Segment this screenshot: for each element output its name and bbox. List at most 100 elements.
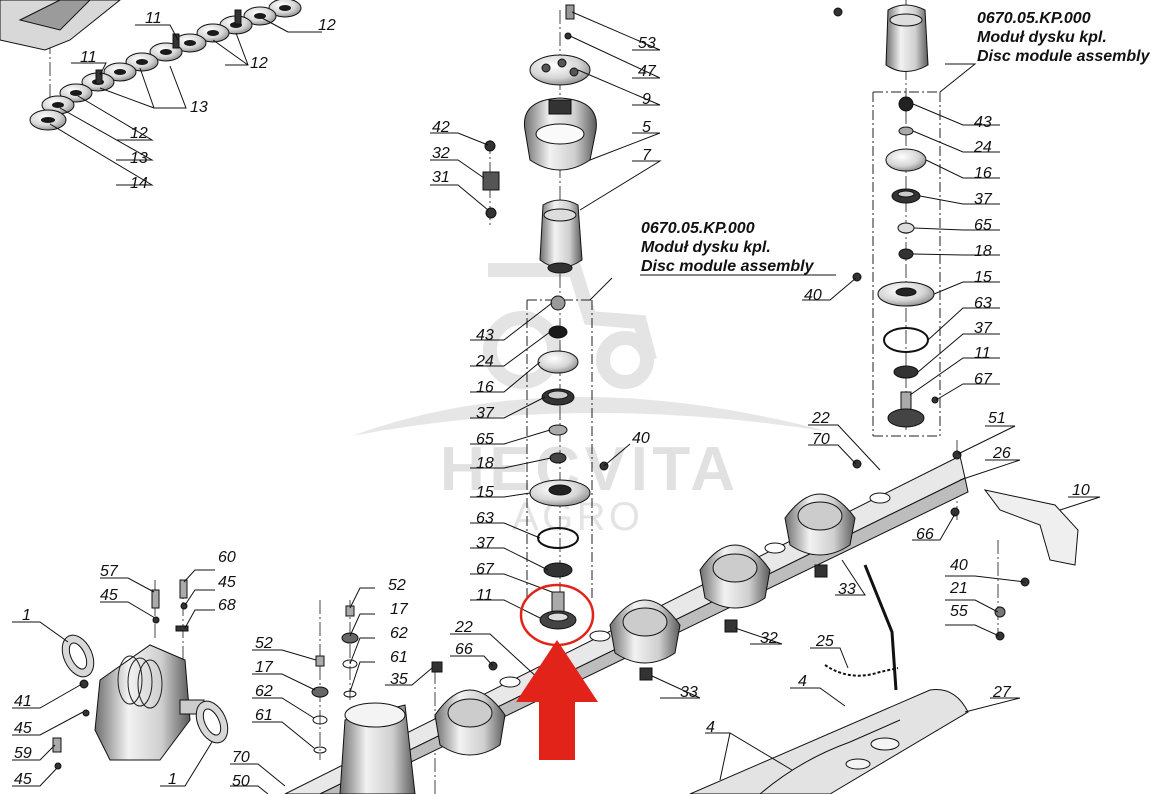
small-parts-42-32-31 <box>482 140 500 219</box>
part-label: 18 <box>476 455 494 472</box>
highlight-arrow <box>516 640 598 760</box>
part-label: 14 <box>130 175 148 192</box>
part-label: 9 <box>642 91 651 108</box>
part-label: 55 <box>950 603 968 620</box>
leader-lines <box>12 11 1101 794</box>
part-label: 4 <box>798 673 807 690</box>
part-label: 43 <box>476 327 494 344</box>
part-label: 50 <box>232 773 250 790</box>
part-label: 24 <box>475 353 494 370</box>
center-disc-module <box>523 4 597 630</box>
part-label: 37 <box>974 320 993 337</box>
part-label: 32 <box>432 145 450 162</box>
part-label: 42 <box>432 119 450 136</box>
part-label: 66 <box>455 641 473 658</box>
part-10-bracket <box>983 489 1079 566</box>
part-label: 22 <box>811 410 830 427</box>
part-label: 41 <box>14 693 32 710</box>
part-label: 37 <box>974 191 993 208</box>
part-label: 63 <box>974 295 992 312</box>
part-label: 63 <box>476 510 494 527</box>
top-left-disc-stack <box>0 0 302 131</box>
part-label: 68 <box>218 597 236 614</box>
center-module-caption: 0670.05.KP.000 Moduł dysku kpl. Disc mod… <box>641 219 814 276</box>
part-label: 7 <box>642 147 652 164</box>
part-label: 18 <box>974 243 992 260</box>
watermark-tractor-icon <box>483 263 657 389</box>
part-label: 22 <box>454 619 473 636</box>
plugs-and-washers <box>311 605 443 754</box>
part-33-rod <box>863 564 898 691</box>
part-label: 10 <box>1072 482 1090 499</box>
part-label: 11 <box>145 10 162 27</box>
part-label: 53 <box>638 35 656 52</box>
part-label: 16 <box>476 379 494 396</box>
part-37-bottom <box>543 562 573 578</box>
watermark-swoosh <box>352 396 830 436</box>
caption-polish-name: Moduł dysku kpl. <box>641 239 771 256</box>
part-label: 12 <box>250 55 268 72</box>
part-label: 26 <box>992 445 1011 462</box>
part-label: 40 <box>950 557 968 574</box>
part-label: 45 <box>100 587 118 604</box>
part-label: 32 <box>760 630 778 647</box>
part-label: 35 <box>390 671 408 688</box>
part-label: 65 <box>476 431 494 448</box>
part-label: 67 <box>476 561 495 578</box>
right-module-bracket <box>872 91 941 437</box>
part-label: 11 <box>974 345 991 362</box>
part-label: 59 <box>14 745 32 762</box>
part-63-oring <box>537 527 579 549</box>
part-label: 4 <box>706 719 715 736</box>
part-label: 12 <box>318 17 336 34</box>
part-number-labels: 11 12 11 12 13 12 13 14 53 47 9 5 7 42 3… <box>14 10 1090 790</box>
part-label: 60 <box>218 549 236 566</box>
part-label: 61 <box>255 707 273 724</box>
part-label: 57 <box>100 563 119 580</box>
caption-part-number: 0670.05.KP.000 <box>641 220 755 237</box>
part-label: 21 <box>949 580 968 597</box>
part-label: 45 <box>218 574 236 591</box>
part-label: 61 <box>390 649 408 666</box>
part-label: 12 <box>130 125 148 142</box>
part-label: 17 <box>390 601 409 618</box>
part-25-chain <box>824 664 899 677</box>
main-gearbox <box>52 579 443 770</box>
part-label: 16 <box>974 165 992 182</box>
cutter-bar-assembly <box>284 450 1079 794</box>
part-label: 52 <box>388 577 406 594</box>
hecvita-agro-watermark: HECVITA AGRO <box>352 263 830 539</box>
part-label: 66 <box>916 526 934 543</box>
part-53-screw <box>565 4 575 20</box>
part-label: 47 <box>638 63 657 80</box>
part-label: 11 <box>476 587 493 604</box>
highlight-markers <box>516 583 598 760</box>
part-43 <box>550 295 566 311</box>
part-11-gear-shaft <box>539 591 577 630</box>
part-label: 15 <box>974 269 992 286</box>
part-label: 43 <box>974 114 992 131</box>
part-label: 13 <box>130 150 148 167</box>
part-label: 45 <box>14 771 32 788</box>
part-label: 1 <box>22 607 31 624</box>
part-label: 37 <box>476 535 495 552</box>
part-label: 15 <box>476 484 494 501</box>
caption-part-number: 0670.05.KP.000 <box>977 10 1091 27</box>
lower-frame-4 <box>689 688 969 794</box>
part-label: 33 <box>680 684 698 701</box>
part-label: 37 <box>476 405 495 422</box>
part-24 <box>548 325 568 339</box>
caption-english-name: Disc module assembly <box>641 258 814 275</box>
part-label: 65 <box>974 217 992 234</box>
part-label: 52 <box>255 635 273 652</box>
part-label: 70 <box>812 431 830 448</box>
part-label: 40 <box>804 287 822 304</box>
part-label: 31 <box>432 169 450 186</box>
small-bolts-top-left <box>95 9 242 85</box>
caption-polish-name: Moduł dysku kpl. <box>977 29 1107 46</box>
right-disc-module <box>599 4 939 471</box>
part-label: 5 <box>642 119 651 136</box>
part-label: 1 <box>168 771 177 788</box>
part-65 <box>548 424 568 436</box>
part-label: 51 <box>988 410 1006 427</box>
